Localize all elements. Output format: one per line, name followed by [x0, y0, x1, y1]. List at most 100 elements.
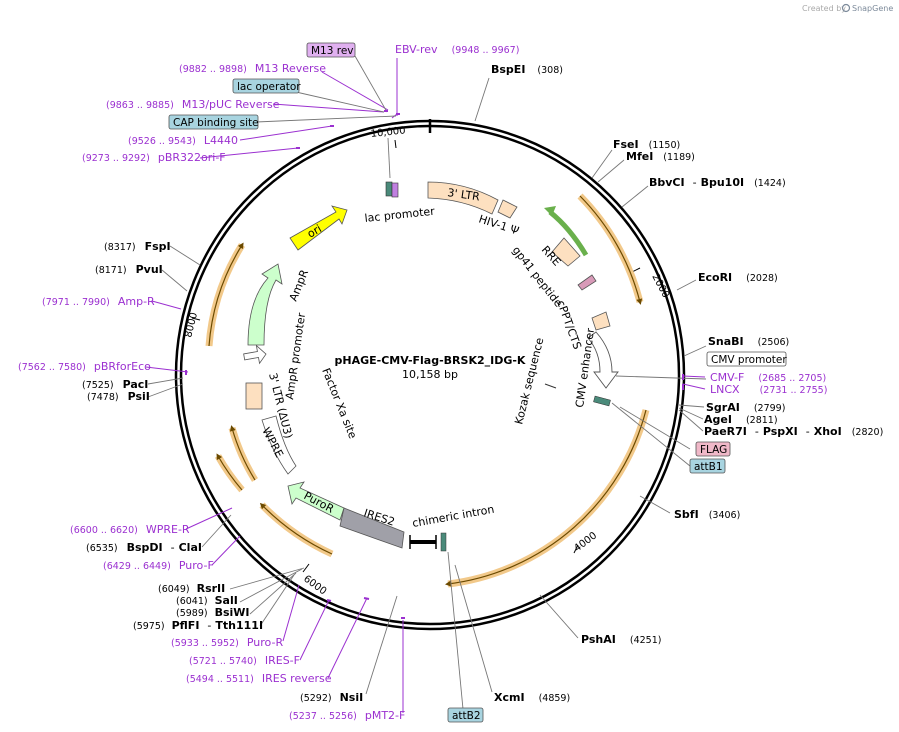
enzyme-pshai[interactable]: PshAI(4251) — [581, 633, 661, 646]
badge-lac-operator[interactable]: lac operator — [232, 78, 301, 94]
ampr-promoter-arrow — [243, 344, 267, 365]
enzyme-bbvci-bpu10i[interactable]: BbvCI-Bpu10I(1424) — [649, 176, 786, 189]
gp41-mark — [577, 274, 597, 291]
enzyme-bspdi-clai[interactable]: (6535)BspDI-ClaI — [86, 541, 202, 554]
primer-pmt2-f[interactable]: (5237 .. 5256)pMT2-F — [289, 709, 405, 722]
badge-m13-rev[interactable]: M13 rev — [306, 42, 356, 58]
enzyme-leaders — [147, 77, 707, 695]
primer-puro-r[interactable]: (5933 .. 5952)Puro-R — [171, 636, 283, 649]
primer-labels: EBV-rev(9948 .. 9967) (9882 .. 9898)M13 … — [18, 43, 827, 722]
green-feature-arrow — [548, 210, 589, 257]
label-chimeric-intron: chimeric intron — [411, 503, 495, 530]
wpre-arrow — [261, 415, 297, 475]
orf-arcs — [205, 193, 650, 588]
enzyme-pflfi-tth111i[interactable]: (5975)PflFI-Tth111I — [133, 619, 263, 632]
label-3ltr: 3' LTR — [447, 186, 481, 203]
orf-arc-6 — [205, 243, 245, 347]
label-puror: PuroR — [302, 489, 337, 516]
primer-pbr322ori-f[interactable]: (9273 .. 9292)pBR322ori-F — [82, 151, 226, 164]
enzyme-nsii[interactable]: (5292)NsiI — [300, 691, 363, 704]
puror-arrow — [287, 481, 345, 521]
label-ori: ori — [305, 222, 324, 240]
enzyme-pvui[interactable]: (8171)PvuI — [95, 263, 163, 276]
badge-leaders — [255, 55, 707, 710]
enzyme-paci[interactable]: (7525)PacI — [82, 378, 148, 391]
label-ampr-promoter: AmpR promoter — [283, 312, 308, 401]
primer-ires-reverse[interactable]: (5494 .. 5511)IRES reverse — [186, 672, 332, 685]
svg-text:M13 rev: M13 rev — [311, 45, 354, 57]
badge-attb1[interactable]: attB1 — [689, 458, 726, 474]
primer-cmv-f[interactable]: CMV-F(2685 .. 2705) — [710, 371, 826, 384]
enzyme-agei[interactable]: AgeI(2811) — [704, 413, 778, 426]
badge-cmv-promoter[interactable]: CMV promoter — [706, 351, 787, 367]
enzyme-paer7i-pspxi-xhoi[interactable]: PaeR7I-PspXI-XhoI(2820) — [704, 425, 883, 438]
orf-arc-1 — [577, 193, 644, 303]
enzyme-sgrai[interactable]: SgrAI(2799) — [706, 401, 785, 414]
ltr3-arrow — [427, 181, 499, 215]
primer-amp-r[interactable]: (7971 .. 7990)Amp-R — [42, 295, 155, 308]
enzyme-sali[interactable]: (6041)SalI — [176, 594, 238, 607]
snapgene-credit: Created by SnapGene — [802, 3, 893, 13]
svg-text:attB1: attB1 — [694, 461, 723, 473]
primer-puro-f[interactable]: (6429 .. 6449)Puro-F — [103, 559, 214, 572]
tick-4000: 4000 — [572, 530, 599, 554]
enzyme-snabi[interactable]: SnaBI(2506) — [708, 335, 789, 348]
tick-10000: 10,000 — [370, 125, 406, 140]
enzyme-ecori[interactable]: EcoRI(2028) — [698, 271, 778, 284]
primer-pbrforeco[interactable]: (7562 .. 7580)pBRforEco — [18, 360, 151, 373]
tick-6000: 6000 — [301, 574, 328, 598]
label-ampr: AmpR — [287, 267, 311, 303]
plasmid-name: pHAGE-CMV-Flag-BRSK2_IDG-K — [335, 354, 526, 367]
cmv-enhancer-arrow — [587, 331, 619, 389]
primer-wpre-r[interactable]: (6600 .. 6620)WPRE-R — [70, 523, 190, 536]
attb2-mark — [440, 532, 447, 552]
primer-ebv-rev[interactable]: EBV-rev(9948 .. 9967) — [395, 43, 519, 56]
primer-m13-reverse[interactable]: (9882 .. 9898)M13 Reverse — [179, 62, 326, 75]
plasmid-size: 10,158 bp — [402, 368, 458, 381]
cap-site-mark — [391, 182, 399, 198]
svg-text:CAP binding site: CAP binding site — [173, 117, 259, 129]
enzyme-labels: BspEI(308) FseI(1150) MfeI(1189) BbvCI-B… — [82, 63, 883, 704]
cppt-box — [591, 311, 611, 331]
svg-text:attB2: attB2 — [452, 710, 481, 722]
label-cppt: cPPT/CTS — [554, 299, 584, 352]
enzyme-bspei[interactable]: BspEI(308) — [491, 63, 563, 76]
ampr-arrow — [247, 263, 283, 346]
primer-m13-puc-reverse[interactable]: (9863 .. 9885)M13/pUC Reverse — [106, 98, 280, 111]
ori-arrow — [289, 205, 348, 251]
enzyme-sbfi[interactable]: SbfI(3406) — [674, 508, 740, 521]
rre-box — [551, 237, 581, 267]
enzyme-bsiwi[interactable]: (5989)BsiWI — [176, 606, 250, 619]
hiv-psi-box — [497, 199, 518, 219]
label-hiv-psi: HIV-1 Ψ — [477, 212, 521, 237]
enzyme-xcmi[interactable]: XcmI(4859) — [494, 691, 570, 704]
primer-ires-f[interactable]: (5721 .. 5740)IRES-F — [189, 654, 300, 667]
enzyme-rsrii[interactable]: (6049)RsrII — [158, 582, 225, 595]
enzyme-fspi[interactable]: (8317)FspI — [104, 240, 171, 253]
label-factor-xa: Factor Xa site — [319, 366, 359, 440]
enzyme-fsei[interactable]: FseI(1150) — [613, 138, 680, 151]
enzyme-psii[interactable]: (7478)PsiI — [87, 390, 150, 403]
enzyme-mfei[interactable]: MfeI(1189) — [626, 150, 695, 163]
orf-arc-5 — [228, 427, 258, 482]
ltr3du3-box — [245, 382, 263, 410]
attb1-mark — [593, 395, 611, 407]
label-lac-promoter: lac promoter — [364, 205, 436, 225]
credit-prefix: Created by — [802, 4, 846, 13]
svg-text:FLAG: FLAG — [700, 444, 727, 456]
svg-text:lac operator: lac operator — [237, 81, 301, 93]
orf-arc-2 — [447, 409, 650, 588]
primer-ring-marks — [185, 110, 684, 619]
primer-l4440[interactable]: (9526 .. 9543)L4440 — [128, 134, 238, 147]
svg-text:CMV promoter: CMV promoter — [711, 354, 787, 366]
primer-leaders — [145, 58, 706, 713]
badges: M13 rev lac operator CAP binding site CM… — [168, 42, 787, 723]
badge-flag[interactable]: FLAG — [695, 441, 731, 457]
badge-attb2[interactable]: attB2 — [447, 707, 484, 723]
orf-arc-3 — [259, 502, 334, 558]
lac-operator-mark — [385, 181, 393, 197]
primer-lncx[interactable]: LNCX(2731 .. 2755) — [710, 383, 827, 396]
badge-cap-binding-site[interactable]: CAP binding site — [168, 114, 259, 130]
tick-8000: 8000 — [183, 311, 200, 338]
